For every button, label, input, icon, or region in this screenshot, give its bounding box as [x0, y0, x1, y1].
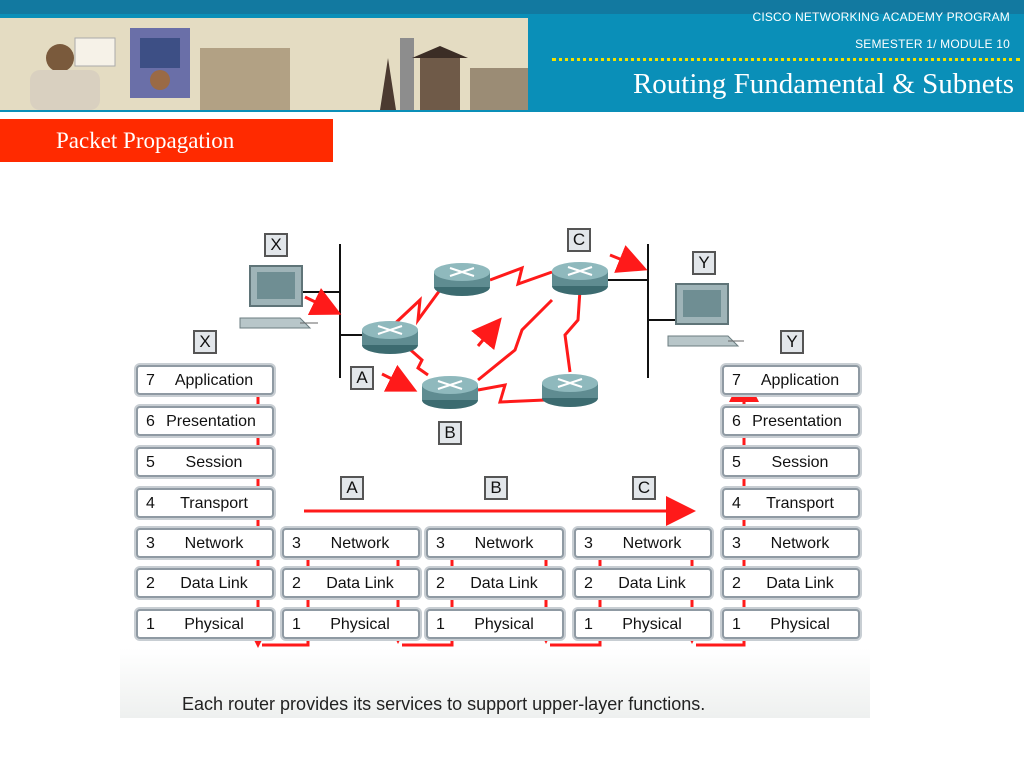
- banner-illustration: [0, 18, 528, 110]
- diagram-caption: Each router provides its services to sup…: [182, 694, 706, 714]
- router-c-label: C: [567, 228, 591, 252]
- router-b: [422, 376, 478, 409]
- header-dotted-divider: [552, 58, 1020, 61]
- host-x-label: X: [264, 233, 288, 257]
- section-title-bar: Packet Propagation: [0, 119, 333, 162]
- router-top-middle: [434, 263, 490, 296]
- router-b-label: B: [438, 421, 462, 445]
- caption-background: [120, 648, 870, 718]
- router-c: [552, 262, 608, 295]
- stack-y-label: Y: [780, 330, 804, 354]
- serial-links: [386, 265, 582, 404]
- router-a: [362, 321, 418, 354]
- router-bottom-right: [542, 374, 598, 407]
- page-title: Routing Fundamental & Subnets: [632, 68, 1014, 100]
- section-title: Packet Propagation: [56, 128, 235, 153]
- host-y-computer: [667, 283, 744, 347]
- semester-module: SEMESTER 1/ MODULE 10: [855, 37, 1010, 51]
- header-banner: CISCO NETWORKING ACADEMY PROGRAM SEMESTE…: [0, 0, 1024, 112]
- router-a-label: A: [350, 366, 374, 390]
- header-top-band: [0, 0, 1024, 14]
- program-name: CISCO NETWORKING ACADEMY PROGRAM: [752, 10, 1010, 24]
- flow-label-a: A: [340, 476, 364, 500]
- flow-label-b: B: [484, 476, 508, 500]
- stack-x-label: X: [193, 330, 217, 354]
- host-y-label: Y: [692, 251, 716, 275]
- flow-label-c: C: [632, 476, 656, 500]
- host-x-computer: [239, 265, 318, 329]
